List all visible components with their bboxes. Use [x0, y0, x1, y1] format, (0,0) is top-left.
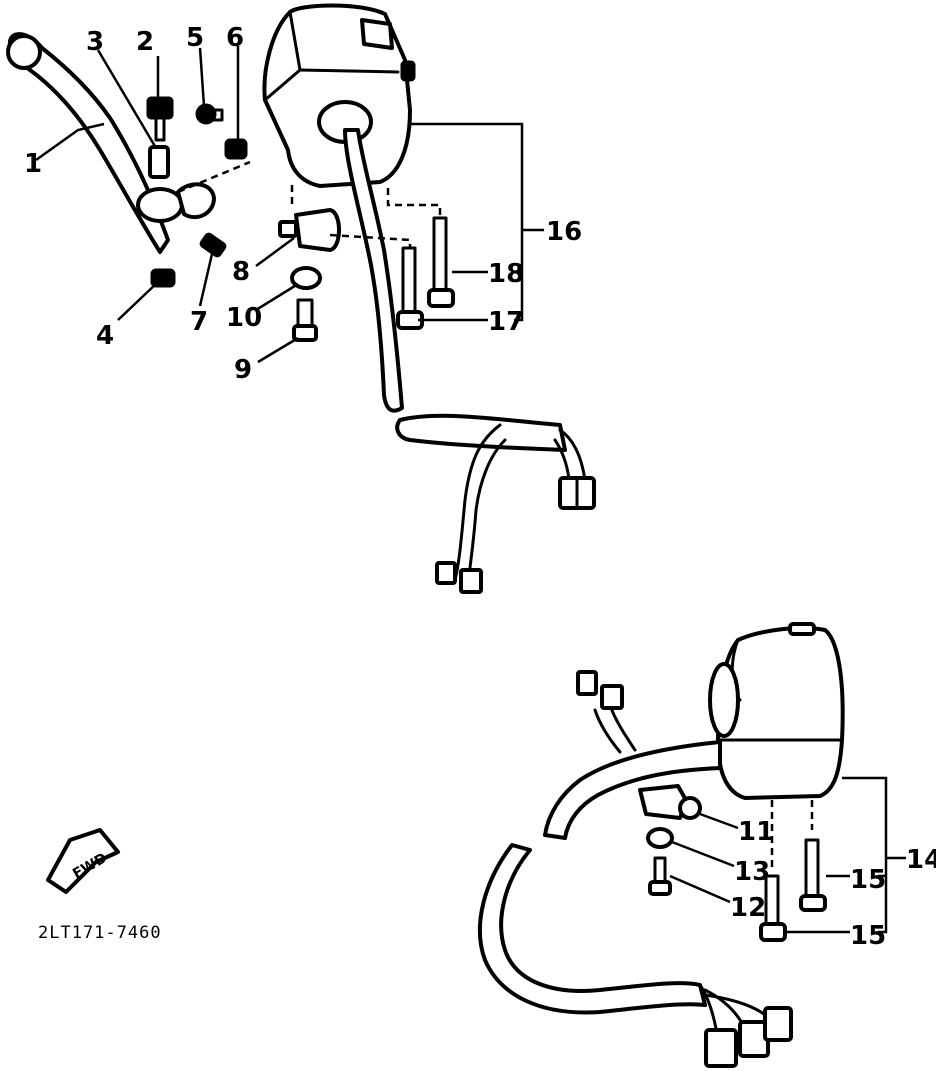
leader-4	[117, 281, 159, 321]
harness-connector-upper-left	[435, 561, 483, 594]
lever-guide-line	[177, 160, 251, 194]
callout-15-lower: 15	[850, 921, 886, 951]
leader-9	[257, 336, 299, 364]
callout-1: 1	[24, 149, 42, 179]
washer-10	[290, 266, 322, 290]
bracket-16	[410, 122, 544, 322]
handlebar-switch-14	[708, 622, 845, 800]
callout-10: 10	[226, 303, 262, 333]
harness-connector-lower-bottom	[704, 1006, 793, 1068]
screw-15-upper	[799, 838, 827, 912]
screw-18	[427, 216, 455, 308]
leader-5	[198, 47, 206, 107]
callout-8: 8	[232, 257, 250, 287]
lever-collar-3	[148, 145, 170, 179]
switch-harness-16	[343, 128, 587, 587]
guide-line-18	[386, 188, 442, 218]
leader-12	[669, 874, 731, 904]
guide-line-17	[290, 185, 412, 248]
lever-bolt-2	[146, 96, 174, 142]
leader-1	[35, 122, 105, 162]
harness-connector-upper-right	[558, 476, 596, 510]
callout-2: 2	[136, 27, 154, 57]
callout-15-upper: 15	[850, 865, 886, 895]
leader-11	[699, 812, 739, 830]
leader-7	[198, 253, 214, 307]
leader-10	[255, 282, 299, 312]
callout-7: 7	[190, 307, 208, 337]
switch-button-11	[638, 784, 702, 820]
callout-13: 13	[734, 857, 770, 887]
leader-3	[96, 49, 158, 149]
leader-8	[255, 236, 295, 268]
callout-6: 6	[226, 23, 244, 53]
callout-3: 3	[86, 27, 104, 57]
callout-17: 17	[488, 307, 524, 337]
forward-direction-arrow: FWD	[46, 828, 120, 894]
callout-5: 5	[186, 23, 204, 53]
leader-13	[671, 840, 735, 868]
callout-9: 9	[234, 355, 252, 385]
switch-bracket-8	[278, 208, 341, 252]
washer-13	[646, 827, 674, 849]
clutch-lever	[6, 32, 216, 254]
bolt-9	[292, 298, 318, 342]
callout-4: 4	[96, 321, 114, 351]
screw-17	[396, 246, 424, 330]
handlebar-switch-16	[262, 3, 416, 188]
diagram-code: 2LT171-7460	[38, 923, 162, 943]
callout-12: 12	[730, 893, 766, 923]
harness-connector-lower-top	[576, 670, 624, 710]
callout-14: 14	[906, 845, 936, 875]
lever-nut-6	[224, 138, 248, 160]
lever-screw-5	[195, 103, 224, 125]
callout-18: 18	[488, 259, 524, 289]
adjuster-7	[199, 232, 227, 258]
screw-15-lower	[759, 874, 787, 942]
screw-12	[648, 856, 672, 896]
bracket-14	[842, 776, 906, 934]
callout-11: 11	[738, 817, 774, 847]
callout-16: 16	[546, 217, 582, 247]
